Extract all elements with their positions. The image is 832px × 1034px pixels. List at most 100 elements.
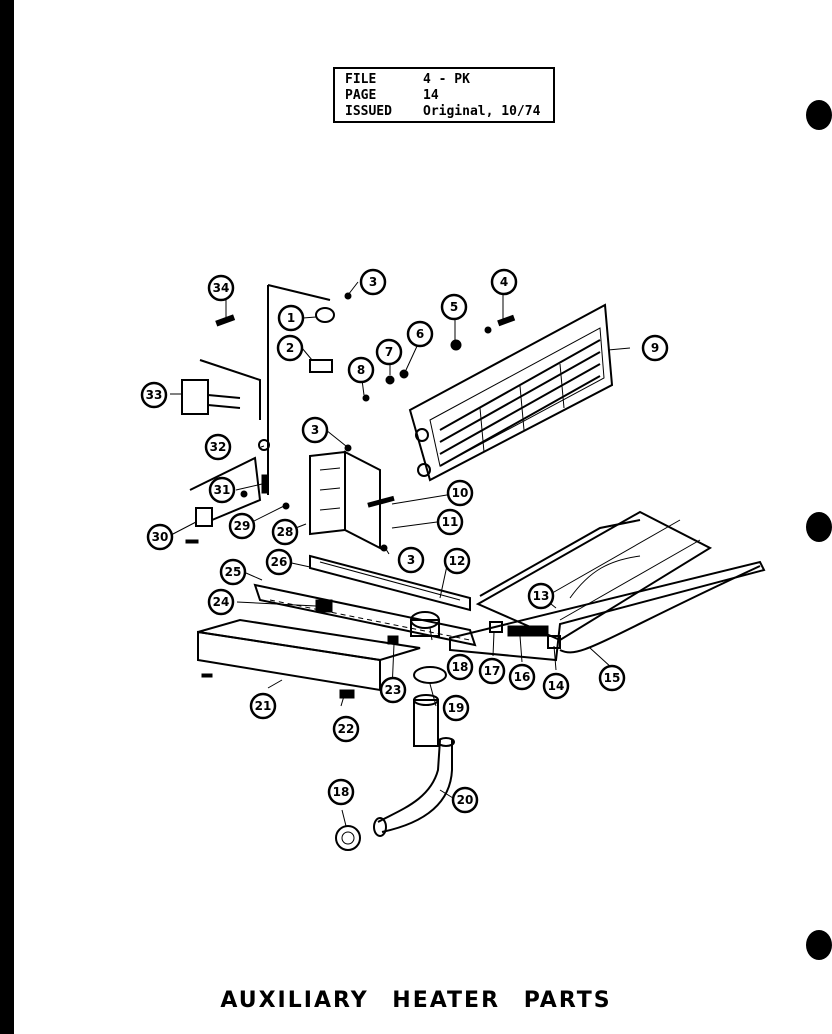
thermostat-box	[181, 359, 261, 420]
elbow-hose	[335, 737, 455, 851]
svg-text:32: 32	[210, 440, 227, 454]
callout-2: 2	[276, 334, 304, 362]
binder-hole-bottom	[806, 930, 832, 960]
svg-text:5: 5	[450, 300, 458, 314]
svg-text:24: 24	[213, 595, 230, 609]
callout-3b: 3	[301, 416, 329, 444]
callout-22: 22	[332, 715, 360, 743]
callout-26: 26	[265, 548, 293, 576]
svg-text:31: 31	[214, 483, 231, 497]
svg-text:6: 6	[416, 327, 424, 341]
switch	[189, 456, 262, 527]
svg-text:15: 15	[604, 671, 621, 685]
callout-32: 32	[204, 433, 232, 461]
svg-text:7: 7	[385, 345, 393, 359]
callout-17: 17	[478, 657, 506, 685]
binder-hole-middle	[806, 512, 832, 542]
callout-3c: 3	[397, 546, 425, 574]
control-box	[309, 450, 381, 550]
callout-21: 21	[249, 692, 277, 720]
svg-text:25: 25	[225, 565, 242, 579]
svg-text:18: 18	[452, 660, 469, 674]
callout-25: 25	[219, 558, 247, 586]
callout-8: 8	[347, 356, 375, 384]
svg-text:3: 3	[369, 275, 377, 289]
svg-text:22: 22	[338, 722, 355, 736]
svg-text:10: 10	[452, 486, 469, 500]
svg-text:3: 3	[311, 423, 319, 437]
svg-text:11: 11	[442, 515, 459, 529]
part-callouts: 1 2 3 3 3 4 5 6 7 8 9 10 11 12 13 14 15 …	[140, 268, 669, 814]
svg-text:18: 18	[333, 785, 350, 799]
svg-text:4: 4	[500, 275, 508, 289]
svg-text:21: 21	[255, 699, 272, 713]
svg-text:19: 19	[448, 701, 465, 715]
file-row: FILE 4 - PK	[345, 72, 543, 88]
page-title: AUXILIARY HEATER PARTS	[220, 988, 612, 1013]
svg-text:3: 3	[407, 553, 415, 567]
svg-text:2: 2	[286, 341, 294, 355]
callout-4: 4	[490, 268, 518, 296]
svg-text:30: 30	[152, 530, 169, 544]
base-plate	[253, 583, 477, 647]
callout-9: 9	[641, 334, 669, 362]
svg-text:1: 1	[287, 311, 295, 325]
issued-key: ISSUED	[345, 104, 392, 119]
callout-24: 24	[207, 588, 235, 616]
callout-18: 18	[446, 653, 474, 681]
svg-text:12: 12	[449, 554, 466, 568]
callout-18-lower: 18	[327, 778, 355, 806]
callout-7: 7	[375, 338, 403, 366]
callout-1: 1	[277, 304, 305, 332]
svg-text:28: 28	[277, 525, 294, 539]
callout-16: 16	[508, 663, 536, 691]
callout-14: 14	[542, 672, 570, 700]
callout-6: 6	[406, 320, 434, 348]
callout-23: 23	[379, 676, 407, 704]
page-value: 14	[423, 88, 439, 103]
issued-value: Original, 10/74	[423, 104, 541, 119]
file-value: 4 - PK	[423, 72, 470, 87]
page-key: PAGE	[345, 88, 377, 103]
mounting-rod	[258, 284, 331, 495]
svg-text:26: 26	[271, 555, 288, 569]
file-info-box: FILE 4 - PK PAGE 14 ISSUED Original, 10/…	[333, 67, 555, 123]
callout-3a: 3	[359, 268, 387, 296]
fasteners	[185, 292, 516, 678]
callout-31: 31	[208, 476, 236, 504]
callout-34: 34	[207, 274, 235, 302]
file-key: FILE	[345, 72, 377, 87]
heater-coil-panel	[408, 303, 614, 482]
svg-text:23: 23	[385, 683, 402, 697]
issued-row: ISSUED Original, 10/74	[345, 104, 543, 120]
callout-33: 33	[140, 381, 168, 409]
callout-11: 11	[436, 508, 464, 536]
callout-12: 12	[443, 547, 471, 575]
svg-text:20: 20	[457, 793, 474, 807]
binder-hole-top	[806, 100, 832, 130]
svg-text:29: 29	[234, 519, 251, 533]
callout-20: 20	[451, 786, 479, 814]
callout-30: 30	[146, 523, 174, 551]
svg-text:17: 17	[484, 664, 501, 678]
svg-text:33: 33	[146, 388, 163, 402]
svg-text:13: 13	[533, 589, 550, 603]
drain-pan	[449, 510, 766, 662]
callout-15: 15	[598, 664, 626, 692]
page-left-edge	[0, 0, 14, 1034]
drain-outlet	[387, 611, 447, 747]
callout-13: 13	[527, 582, 555, 610]
svg-text:14: 14	[548, 679, 565, 693]
callout-5: 5	[440, 293, 468, 321]
callout-10: 10	[446, 479, 474, 507]
callout-28: 28	[271, 518, 299, 546]
svg-text:8: 8	[357, 363, 365, 377]
page-row: PAGE 14	[345, 88, 543, 104]
callout-19: 19	[442, 694, 470, 722]
svg-text:16: 16	[514, 670, 531, 684]
callout-29: 29	[228, 512, 256, 540]
mounting-rail	[309, 554, 471, 612]
svg-text:34: 34	[213, 281, 230, 295]
svg-text:9: 9	[651, 341, 659, 355]
